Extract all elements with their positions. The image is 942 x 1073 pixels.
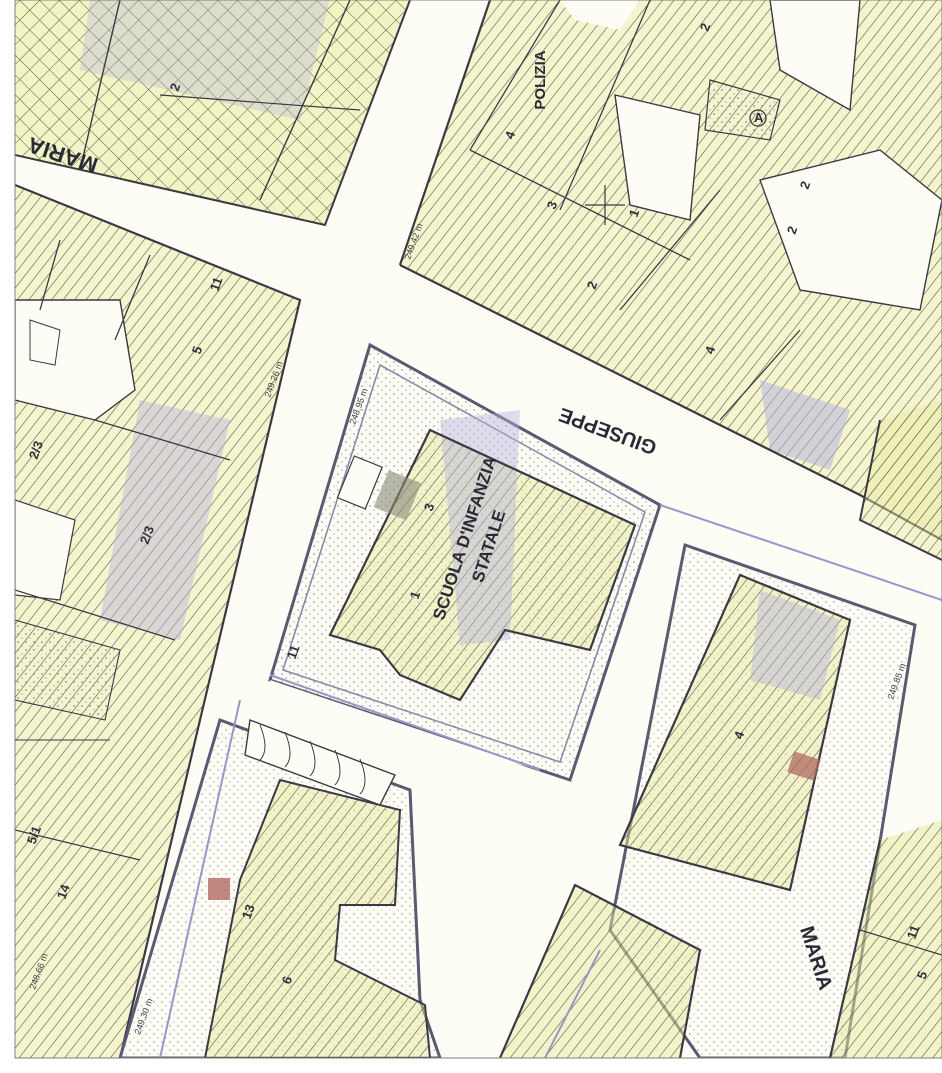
parcel-number: 2: [167, 81, 184, 93]
parcel-number: 2: [697, 21, 714, 33]
parcel-number: 2: [797, 179, 814, 191]
parcel-number: 1: [407, 589, 424, 601]
parcel-number: 3: [544, 199, 561, 211]
parcel-number: 5/1: [24, 824, 44, 846]
block-right-edge: [858, 400, 942, 561]
parcel-number: 13: [239, 902, 258, 921]
block-top-right: [398, 0, 942, 541]
street-curbs: [159, 504, 942, 1058]
parcel-number: 2: [584, 279, 601, 291]
map-frame-border: [14, 0, 942, 1059]
block-bottom-center: [118, 718, 442, 1058]
parcel-number: 2/3: [137, 524, 157, 546]
parcel-number: 2: [784, 224, 801, 236]
block-top-left: [15, 0, 411, 227]
parcel-number: 14: [54, 882, 73, 901]
parcel-number: 3: [421, 501, 438, 513]
street-label-polizia: POLIZIA: [532, 50, 549, 109]
block-left: [15, 183, 302, 1058]
parcel-number: 1: [626, 207, 643, 219]
parcel-numbers: 2 2 4 3 1 2 4 5 11 2/3 2/3 3 1 11 4 5/1 …: [24, 21, 931, 986]
parcel-circle-label: A: [754, 110, 764, 125]
parcel-number: 11: [904, 923, 923, 941]
parcel-number: 6: [279, 974, 296, 986]
parcel-number: 11: [207, 275, 226, 293]
block-bottom-middle: [498, 883, 702, 1058]
block-school: [268, 342, 662, 782]
parcel-number: 5: [189, 344, 206, 356]
block-bottom-right: [828, 820, 942, 1058]
parcel-number: 2/3: [26, 439, 46, 461]
parcel-number: 11: [284, 643, 303, 661]
parcel-number: 5: [914, 969, 931, 981]
block-right-center: [608, 543, 917, 1058]
